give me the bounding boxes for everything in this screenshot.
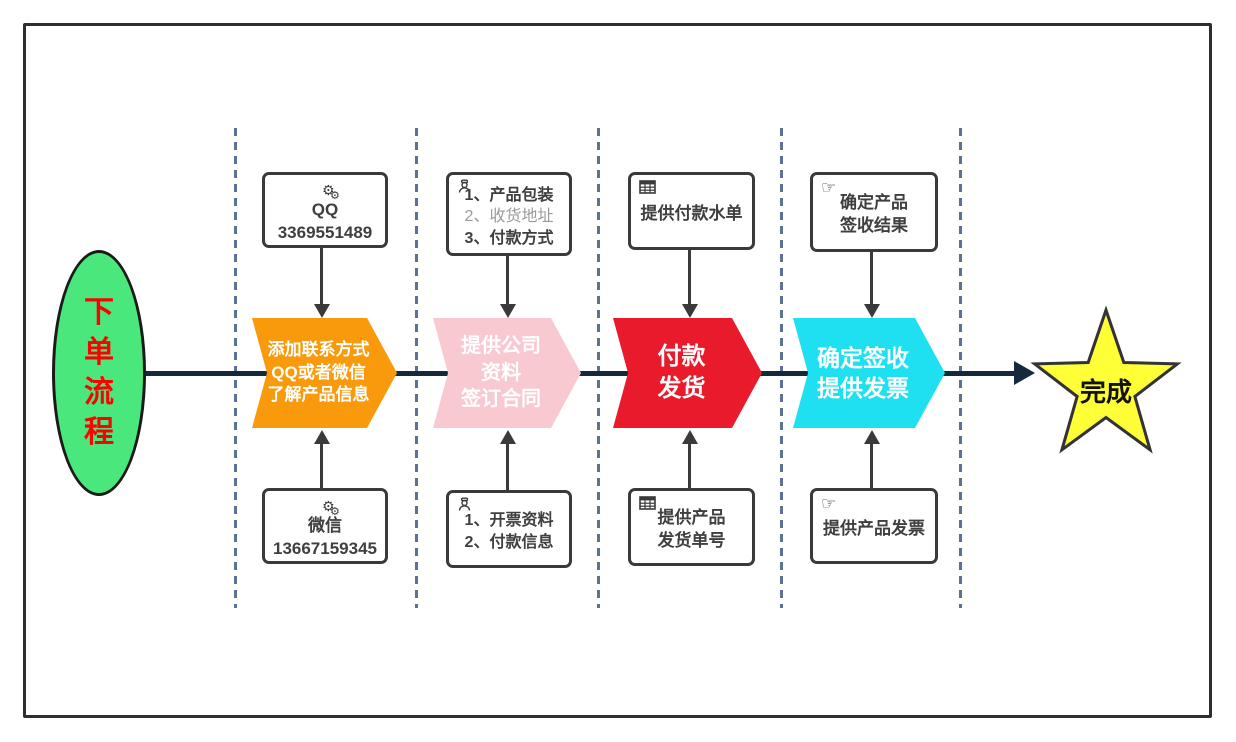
main-flow-arrowhead-icon (1014, 361, 1035, 385)
outer-frame (23, 23, 1212, 718)
box-text-line: QQ (311, 200, 339, 220)
connector-arrowhead-icon (314, 304, 330, 318)
box-invoice-info: 1、开票资料 2、付款信息 (446, 490, 572, 568)
table-icon (639, 495, 656, 515)
box-text-line: 3369551489 (277, 223, 373, 243)
connector-arrowhead-icon (864, 430, 880, 444)
chevron-label-line: 确定签收 (817, 344, 909, 371)
box-receipt-result: ☞ 确定产品 签收结果 (810, 172, 938, 252)
dashed-divider-3 (597, 128, 600, 608)
connector-line (506, 240, 509, 306)
chevron-label-line: 签订合同 (461, 388, 541, 411)
chevron-label-line: 资料 (481, 361, 521, 384)
dashed-divider-5 (959, 128, 962, 608)
connector-line (320, 240, 323, 306)
chevron-company-info: 提供公司 资料 签订合同 (433, 318, 581, 428)
box-text-line: 2、付款信息 (464, 534, 554, 551)
chevron-label-line: QQ或者微信 (271, 362, 366, 382)
hand-icon: ☞ (821, 178, 837, 197)
box-qq-contact: ⚙⚙ QQ 3369551489 (262, 172, 388, 248)
connector-arrowhead-icon (682, 430, 698, 444)
box-text-line: 3、付款方式 (464, 229, 554, 247)
end-star (1028, 305, 1184, 454)
box-text-line: 1、开票资料 (464, 512, 554, 530)
hand-icon: ☞ (821, 494, 837, 513)
box-wechat-contact: ⚙⚙ 微信 13667159345 (262, 488, 388, 564)
connector-arrowhead-icon (500, 430, 516, 444)
start-oval-char: 程 (84, 416, 114, 449)
box-product-invoice: ☞ 提供产品发票 (810, 488, 938, 564)
person-icon (457, 179, 472, 199)
box-text-line: 1、产品包装 (464, 186, 554, 204)
box-text-line: 提供产品发票 (823, 518, 925, 538)
gears-icon: ⚙⚙ (322, 498, 340, 518)
dashed-divider-1 (234, 128, 237, 608)
box-payment-slip: 提供付款水单 (628, 172, 755, 250)
dashed-divider-2 (415, 128, 418, 608)
end-star-label: 完成 (1079, 377, 1132, 407)
chevron-add-contact: 添加联系方式 QQ或者微信 了解产品信息 (252, 318, 397, 428)
chevron-label-line: 添加联系方式 (267, 340, 370, 360)
start-oval: 下 单 流 程 (52, 250, 146, 496)
connector-line (870, 240, 873, 306)
start-oval-char: 单 (84, 336, 114, 369)
start-oval-char: 下 (84, 296, 114, 329)
box-text-line: 提供付款水单 (640, 203, 743, 223)
box-text-line: 提供产品 (657, 508, 726, 528)
box-text-line: 13667159345 (272, 539, 377, 559)
chevron-label-line: 了解产品信息 (267, 385, 370, 405)
box-shipping-number: 提供产品 发货单号 (628, 488, 755, 566)
box-text-line: 2、收货地址 (464, 208, 554, 226)
chevron-label-line: 提供公司 (461, 335, 541, 358)
connector-line (320, 443, 323, 500)
connector-arrowhead-icon (864, 304, 880, 318)
chevron-label-line: 提供发票 (817, 375, 909, 401)
box-text-line: 发货单号 (657, 531, 726, 550)
chevron-label-line: 付款 (657, 343, 706, 371)
connector-line (688, 240, 691, 306)
table-icon (639, 179, 656, 199)
chevron-receipt-invoice: 确定签收 提供发票 (793, 318, 945, 428)
connector-line (870, 443, 873, 500)
gears-icon: ⚙⚙ (322, 182, 340, 202)
box-packaging-info: 1、产品包装 2、收货地址 3、付款方式 (446, 172, 572, 256)
start-oval-char: 流 (84, 376, 114, 409)
chevron-label-line: 发货 (657, 375, 706, 402)
box-text-line: 签收结果 (840, 216, 908, 235)
dashed-divider-4 (780, 128, 783, 608)
connector-arrowhead-icon (682, 304, 698, 318)
connector-line (688, 443, 691, 500)
connector-line (506, 443, 509, 500)
connector-arrowhead-icon (500, 304, 516, 318)
box-text-line: 微信 (308, 516, 342, 536)
chevron-payment-shipping: 付款 发货 (613, 318, 762, 428)
person-icon (457, 497, 472, 517)
connector-arrowhead-icon (314, 430, 330, 444)
box-text-line: 确定产品 (840, 193, 908, 213)
